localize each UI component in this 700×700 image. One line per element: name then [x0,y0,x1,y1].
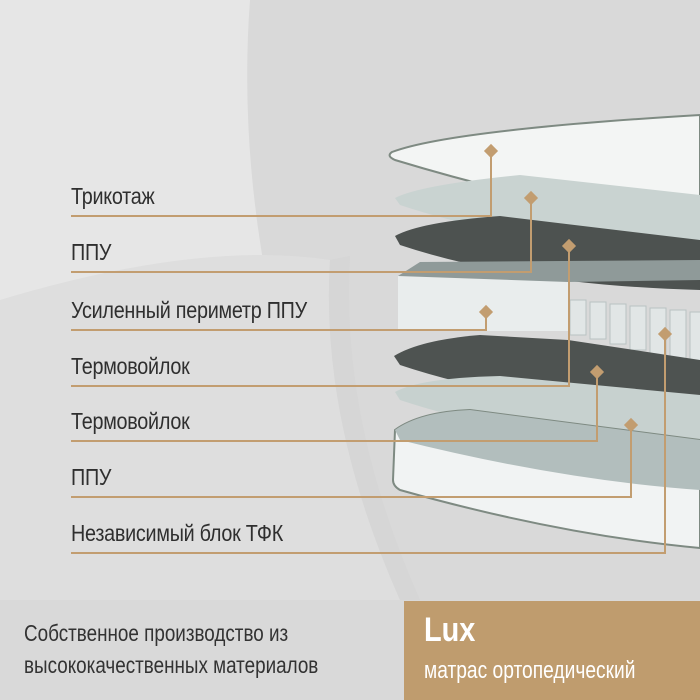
brand-box: Lux матрас ортопедический [404,601,700,700]
footer-line-1: Собственное производство из [24,620,289,646]
mattress-image [388,113,700,550]
leader-line-vertical [530,199,532,273]
brand-subtitle: матрас ортопедический [424,657,636,684]
leader-line [71,440,597,442]
layer-label: Независимый блок ТФК [71,520,283,546]
brand-name: Lux [424,611,476,649]
leader-line-vertical [664,335,666,554]
leader-line-vertical [596,373,598,442]
layer-label: Термовойлок [71,408,190,434]
leader-line-vertical [490,152,492,217]
layer-label: Термовойлок [71,353,190,379]
layer-label: ППУ [71,464,112,490]
leader-line [71,215,491,217]
leader-line-vertical [485,313,487,331]
leader-line [71,329,486,331]
leader-line [71,271,531,273]
leader-line-vertical [568,247,570,387]
layer-label: ППУ [71,239,112,265]
leader-line [71,552,665,554]
layer-label: Усиленный периметр ППУ [71,297,307,323]
leader-line-vertical [630,426,632,498]
layer-label: Трикотаж [71,183,155,209]
footer-line-2: высококачественных материалов [24,652,319,678]
leader-line [71,496,631,498]
leader-line [71,385,569,387]
